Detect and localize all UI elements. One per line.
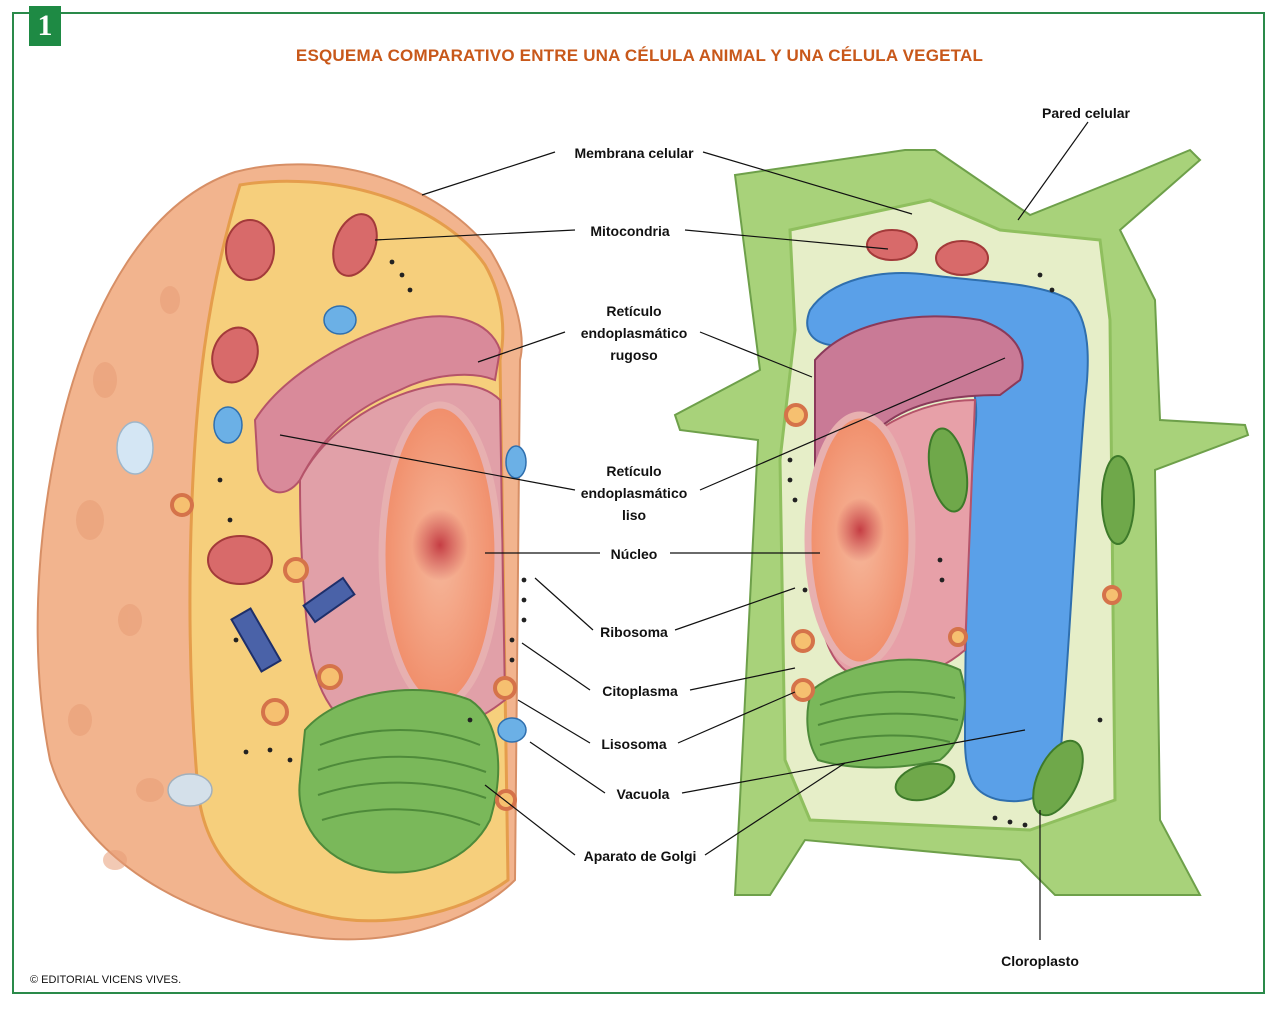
label-lisosoma: Lisosoma <box>601 736 667 752</box>
label-vacuola: Vacuola <box>617 786 670 802</box>
label-rel-line3: liso <box>622 507 646 523</box>
label-aparato-golgi: Aparato de Golgi <box>584 848 697 864</box>
animal-golgi <box>298 689 500 874</box>
figure-frame <box>12 12 1265 994</box>
label-ribosoma: Ribosoma <box>600 624 668 640</box>
label-citoplasma: Citoplasma <box>602 683 678 699</box>
label-mitocondria: Mitocondria <box>590 223 670 239</box>
plant-cell <box>673 148 1250 896</box>
label-membrana-celular: Membrana celular <box>574 145 694 161</box>
copyright-text: EDITORIAL VICENS VIVES. <box>41 974 182 986</box>
label-rel-line2: endoplasmático <box>581 485 688 501</box>
label-nucleo: Núcleo <box>611 546 658 562</box>
copyright-notice: © EDITORIAL VICENS VIVES. <box>30 974 181 986</box>
leader-lines <box>279 121 1089 940</box>
labels: Membrana celular Mitocondria Retículo en… <box>574 105 1130 969</box>
label-pared-celular: Pared celular <box>1042 105 1130 121</box>
label-rer-line2: endoplasmático <box>581 325 688 341</box>
label-rer-line1: Retículo <box>606 303 661 319</box>
label-rel-line1: Retículo <box>606 463 661 479</box>
copyright-icon: © <box>30 974 39 986</box>
label-cloroplasto: Cloroplasto <box>1001 953 1079 969</box>
label-rer-line3: rugoso <box>610 347 657 363</box>
animal-cell <box>36 163 527 941</box>
figure-number-badge: 1 <box>29 6 61 46</box>
figure-title: ESQUEMA COMPARATIVO ENTRE UNA CÉLULA ANI… <box>295 46 984 65</box>
